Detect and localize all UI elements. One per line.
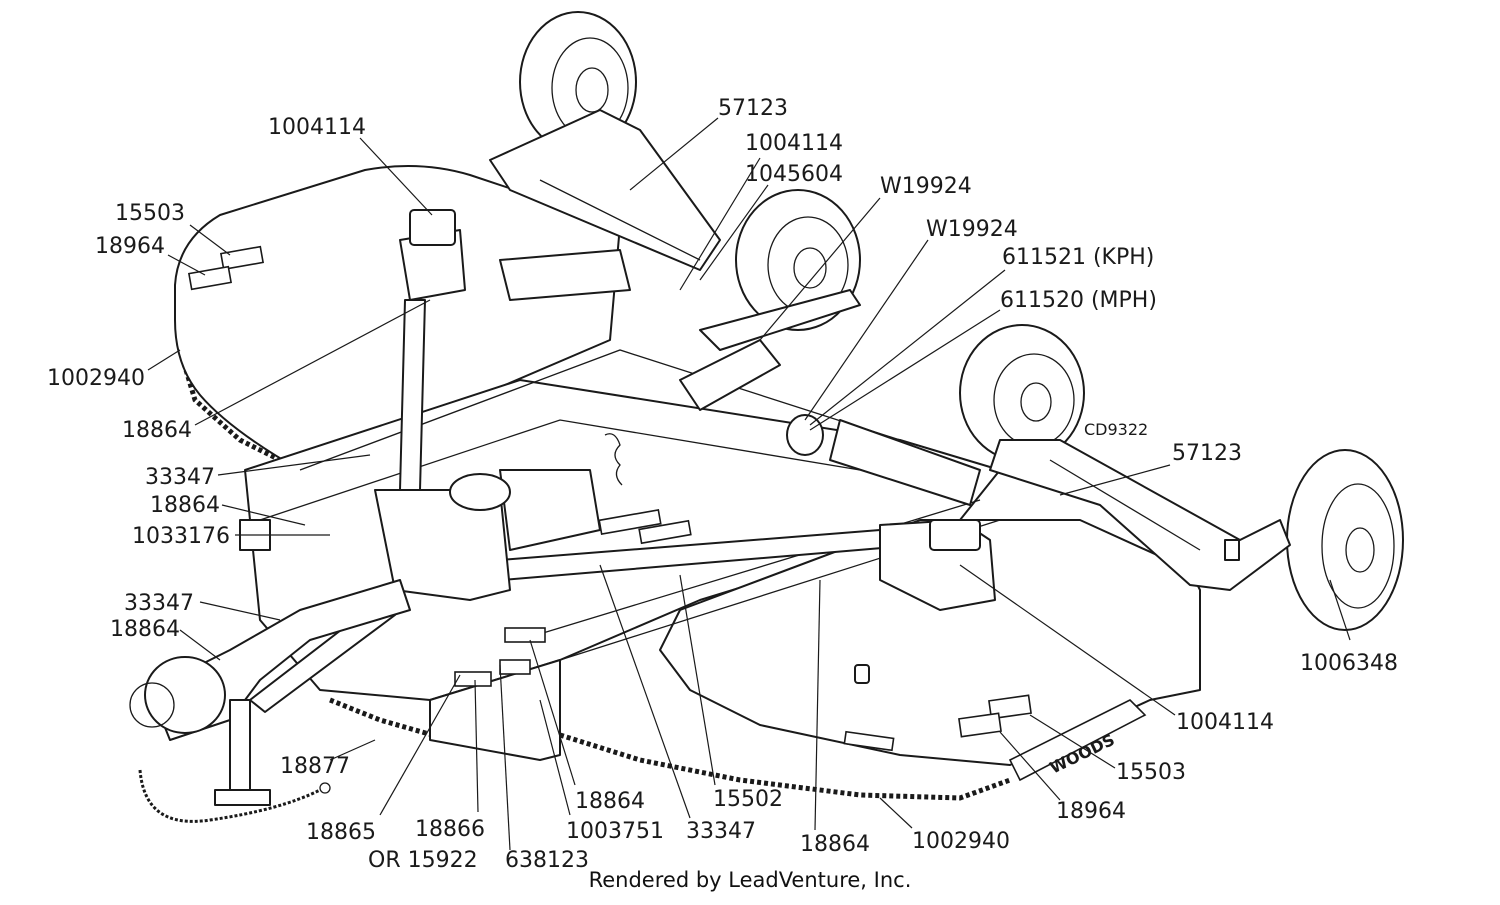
part-label: 18864 [110,617,180,642]
part-label: 18864 [575,789,645,814]
wheel-arms [489,109,1291,591]
part-label: 18864 [150,493,220,518]
part-label: 15502 [713,787,783,812]
part-label: 18877 [280,754,350,779]
part-label: 33347 [145,465,215,490]
part-label: 1033176 [132,524,230,549]
part-label: 1002940 [912,829,1010,854]
part-label: OR 15922 [368,848,478,873]
part-label: 18864 [800,832,870,857]
part-label: 611521 (KPH) [1002,245,1154,270]
mower-deck [174,165,1201,782]
part-label: 18865 [306,820,376,845]
part-label: 611520 (MPH) [1000,288,1157,313]
part-label: 1045604 [745,162,843,187]
part-label: 33347 [124,591,194,616]
part-label: 1003751 [566,819,664,844]
part-label: 18964 [95,234,165,259]
part-label: 1004114 [268,115,366,140]
drawing-code: CD9322 [1084,420,1148,439]
gearboxes [374,209,996,611]
part-label: 18864 [122,418,192,443]
part-label: 15503 [115,201,185,226]
part-label: W19924 [926,217,1018,242]
lift-assembly [499,249,981,506]
wheel-side-lower [1286,449,1404,631]
part-label: 57123 [718,96,788,121]
hitch-tongue [129,579,411,823]
part-label: 15503 [1116,760,1186,785]
part-label: 18866 [415,817,485,842]
part-label: 1004114 [1176,710,1274,735]
part-label: 638123 [505,848,589,873]
part-label: 1006348 [1300,651,1398,676]
part-label: 1002940 [47,366,145,391]
part-label: 18964 [1056,799,1126,824]
part-label: W19924 [880,174,972,199]
part-label: 33347 [686,819,756,844]
footer-credit: Rendered by LeadVenture, Inc. [588,868,912,892]
part-label: 57123 [1172,441,1242,466]
leader-lines [147,117,1351,851]
part-labels: 1004114 57123 1004114 1045604 W19924 W19… [47,96,1398,873]
part-label: 1004114 [745,131,843,156]
